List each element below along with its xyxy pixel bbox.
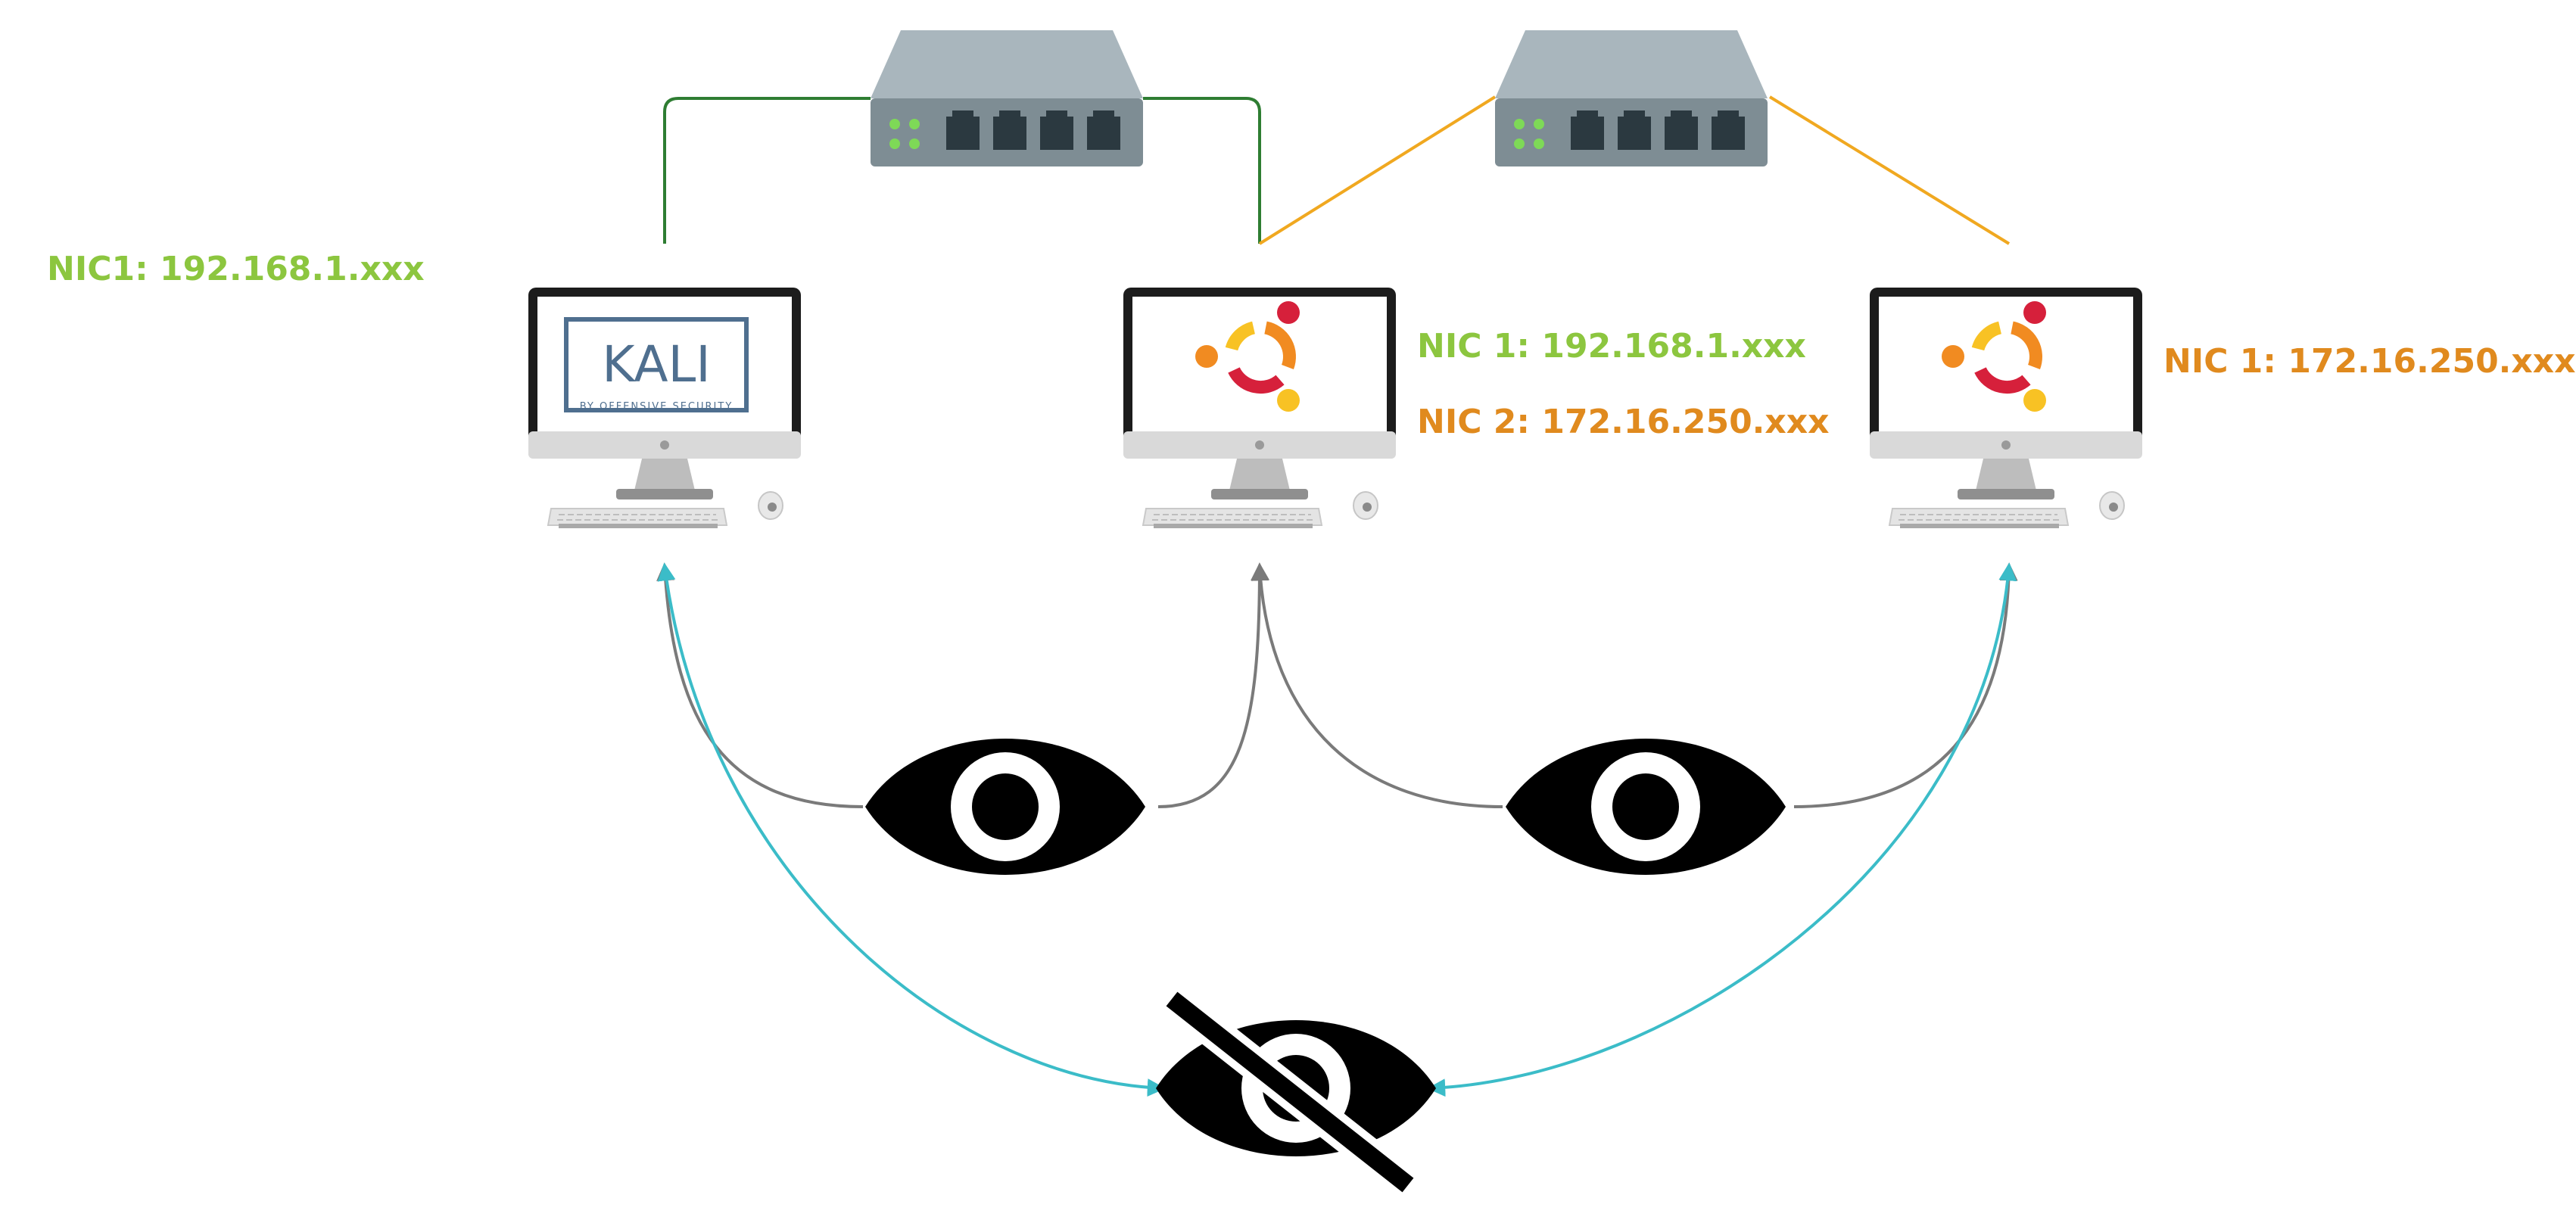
arrow-hidden-kali xyxy=(657,562,1166,1097)
pivot-nic1-label: NIC 1: 192.168.1.xxx xyxy=(1417,327,1806,366)
pivot-nic2-label: NIC 2: 172.16.250.xxx xyxy=(1417,403,1830,441)
eye-icon xyxy=(865,739,1145,875)
cable-switch1-pivot xyxy=(1143,97,1261,244)
arrow-hidden-target xyxy=(1427,562,2017,1097)
arrow-eye1-to-kali xyxy=(656,562,864,808)
eye-icon xyxy=(1506,739,1786,875)
arrow-eye2-to-pivot xyxy=(1251,562,1503,808)
target-nic1-label: NIC 1: 172.16.250.xxx xyxy=(2163,342,2576,381)
pivot-computer-icon xyxy=(1123,287,1397,529)
kali-logo-text: KALI xyxy=(602,335,711,394)
arrow-eye1-to-pivot xyxy=(1157,562,1269,808)
eye-slash-icon xyxy=(1156,985,1436,1199)
network-switch-icon xyxy=(871,30,1143,166)
cable-switch2-target xyxy=(1768,95,2011,245)
cable-pivot-switch2 xyxy=(1258,95,1497,245)
arrow-eye2-to-target xyxy=(1793,562,2018,808)
kali-nic1-label: NIC1: 192.168.1.xxx xyxy=(47,250,425,288)
cable-kali-switch1 xyxy=(663,97,871,244)
kali-linux-logo: KALI BY OFFENSIVE SECURITY xyxy=(564,317,749,412)
network-switch-icon xyxy=(1495,30,1768,166)
kali-logo-subtext: BY OFFENSIVE SECURITY xyxy=(580,401,734,412)
target-computer-icon xyxy=(1869,287,2143,529)
